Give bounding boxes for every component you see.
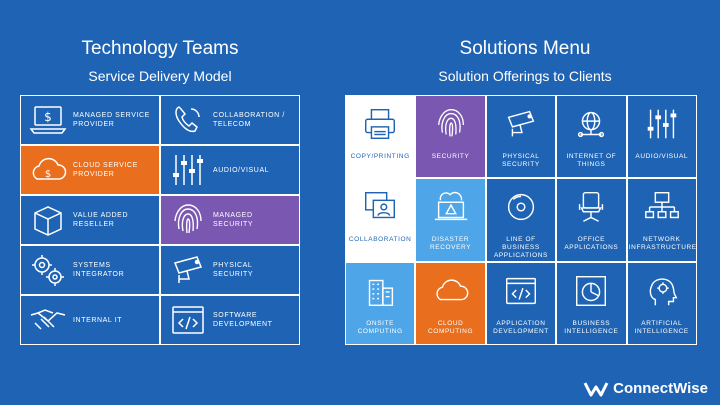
- team-tile[interactable]: VALUE ADDED RESELLER: [20, 195, 160, 245]
- solution-tile-label: INTERNET OF THINGS: [566, 153, 617, 168]
- connectwise-mark-icon: [583, 381, 609, 396]
- left-subtitle: Service Delivery Model: [88, 68, 232, 84]
- logo-name: ConnectWise: [613, 380, 708, 397]
- gears-icon: [27, 249, 69, 291]
- team-tile-label: AUDIO/VISUAL: [213, 166, 270, 174]
- audio-sliders-icon: [642, 104, 682, 149]
- solution-tile[interactable]: DISASTER RECOVERY: [415, 178, 486, 262]
- code-window-icon: [501, 271, 541, 316]
- brain-head-icon: [642, 271, 682, 316]
- solution-tile[interactable]: CLOUD COMPUTING: [415, 261, 486, 345]
- solution-tile-label: COLLABORATION: [348, 236, 412, 244]
- security-camera-icon: [167, 249, 209, 291]
- svg-text:$: $: [44, 110, 52, 124]
- fingerprint-icon: [431, 104, 471, 149]
- code-window-icon: [167, 299, 209, 341]
- solution-tile-label: ARTIFICIAL INTELLIGENCE: [634, 319, 689, 335]
- connectwise-logo: ConnectWise: [583, 380, 708, 397]
- team-tile-label: MANAGED SECURITY: [213, 212, 254, 228]
- team-tile-label: SYSTEMS INTEGRATOR: [73, 262, 125, 278]
- fingerprint-icon: [167, 199, 209, 241]
- team-tile[interactable]: $ CLOUD SERVICE PROVIDER: [20, 145, 160, 195]
- solution-tile-label: APPLICATION DEVELOPMENT: [493, 319, 549, 335]
- team-tile-label: MANAGED SERVICE PROVIDER: [73, 112, 150, 128]
- solution-tile-label: BUSINESS INTELLIGENCE: [564, 319, 619, 335]
- solution-tile-label: COPY/PRINTING: [350, 153, 410, 160]
- solution-tile-label: NETWORK INFRASTRUCTURE: [628, 236, 697, 252]
- cloud-dollar-icon: $: [27, 149, 69, 191]
- dollar-laptop-icon: $: [27, 99, 69, 141]
- solution-tile[interactable]: LINE OF BUSINESS APPLICATIONS: [485, 178, 557, 262]
- printer-icon: [360, 104, 400, 149]
- right-subtitle: Solution Offerings to Clients: [438, 68, 612, 84]
- handshake-icon: [27, 299, 69, 341]
- pie-chart-icon: [571, 271, 611, 316]
- solution-tile-label: OFFICE APPLICATIONS: [564, 236, 619, 252]
- solution-tile[interactable]: SECURITY: [415, 95, 486, 179]
- team-tile[interactable]: AUDIO/VISUAL: [160, 145, 300, 195]
- team-tile[interactable]: COLLABORATION / TELECOM: [160, 95, 300, 145]
- team-tile[interactable]: INTERNAL IT: [20, 295, 160, 345]
- security-camera-icon: [501, 104, 541, 149]
- solution-tile[interactable]: INTERNET OF THINGS: [556, 95, 627, 179]
- building-icon: [360, 271, 400, 316]
- office-chair-icon: [571, 187, 611, 232]
- team-tile[interactable]: MANAGED SECURITY: [160, 195, 300, 245]
- solution-tile[interactable]: COLLABORATION: [345, 178, 416, 262]
- solutions-menu-grid: COPY/PRINTING SECURITY PHYSICAL SECURITY IN…: [345, 95, 697, 345]
- solution-tile-label: LINE OF BUSINESS APPLICATIONS: [493, 236, 548, 260]
- right-title: Solutions Menu: [459, 38, 591, 59]
- solution-tile-label: SECURITY: [431, 153, 470, 160]
- solution-tile[interactable]: OFFICE APPLICATIONS: [556, 178, 627, 262]
- technology-teams-grid: $ MANAGED SERVICE PROVIDER COLLABORATION /…: [20, 95, 300, 345]
- team-tile-label: INTERNAL IT: [73, 316, 123, 324]
- right-heading: Solutions Menu Solution Offerings to Cli…: [380, 38, 670, 84]
- solution-tile-label: ONSITE COMPUTING: [357, 319, 403, 335]
- network-icon: [642, 187, 682, 232]
- left-heading: Technology Teams Service Delivery Model: [20, 38, 300, 84]
- solution-tile[interactable]: NETWORK INFRASTRUCTURE: [626, 178, 697, 262]
- cloud-icon: [431, 271, 471, 316]
- team-tile-label: COLLABORATION / TELECOM: [213, 112, 285, 128]
- solution-tile[interactable]: COPY/PRINTING: [345, 95, 416, 179]
- team-tile-label: CLOUD SERVICE PROVIDER: [73, 162, 138, 178]
- team-tile-label: VALUE ADDED RESELLER: [73, 212, 129, 228]
- box-icon: [27, 199, 69, 241]
- solution-tile[interactable]: AUDIO/VISUAL: [626, 95, 697, 179]
- svg-text:$: $: [45, 169, 51, 180]
- left-title: Technology Teams: [81, 38, 239, 59]
- solution-tile-label: AUDIO/VISUAL: [635, 153, 689, 160]
- team-tile[interactable]: SYSTEMS INTEGRATOR: [20, 245, 160, 295]
- phone-icon: [167, 99, 209, 141]
- team-tile[interactable]: PHYSICAL SECURITY: [160, 245, 300, 295]
- disc-icon: [501, 187, 541, 232]
- alert-laptop-icon: [431, 187, 471, 232]
- solution-tile[interactable]: ONSITE COMPUTING: [345, 261, 416, 345]
- solution-tile[interactable]: ARTIFICIAL INTELLIGENCE: [626, 261, 697, 345]
- team-tile-label: SOFTWARE DEVELOPMENT: [213, 312, 273, 328]
- solution-tile-label: CLOUD COMPUTING: [428, 319, 474, 335]
- solution-tile-label: PHYSICAL SECURITY: [502, 153, 540, 168]
- team-tile[interactable]: SOFTWARE DEVELOPMENT: [160, 295, 300, 345]
- solution-tile-label: DISASTER RECOVERY: [429, 236, 472, 252]
- solution-tile[interactable]: PHYSICAL SECURITY: [485, 95, 557, 179]
- team-tile-label: PHYSICAL SECURITY: [213, 262, 254, 278]
- solution-tile[interactable]: BUSINESS INTELLIGENCE: [556, 261, 627, 345]
- audio-sliders-icon: [167, 149, 209, 191]
- iot-globe-icon: [571, 104, 611, 149]
- solution-tile[interactable]: APPLICATION DEVELOPMENT: [485, 261, 557, 345]
- team-tile[interactable]: $ MANAGED SERVICE PROVIDER: [20, 95, 160, 145]
- video-conference-icon: [360, 187, 400, 232]
